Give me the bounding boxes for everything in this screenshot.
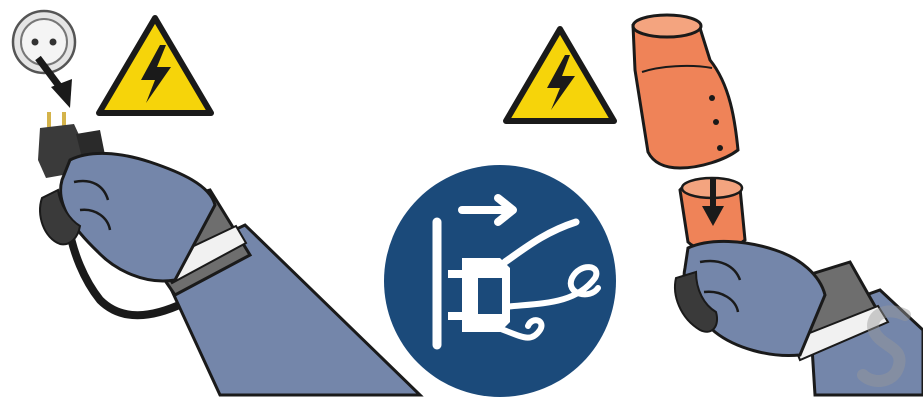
watermark-logo: [855, 295, 915, 405]
left-panel: [13, 11, 420, 395]
high-voltage-warning-icon: [99, 18, 211, 113]
gloved-hand-right: [675, 241, 825, 355]
orange-plug-icon: [680, 178, 745, 250]
disconnect-plug-sign: [384, 165, 616, 397]
high-voltage-warning-icon-right: [506, 29, 614, 121]
orange-connector-icon: [633, 15, 738, 168]
